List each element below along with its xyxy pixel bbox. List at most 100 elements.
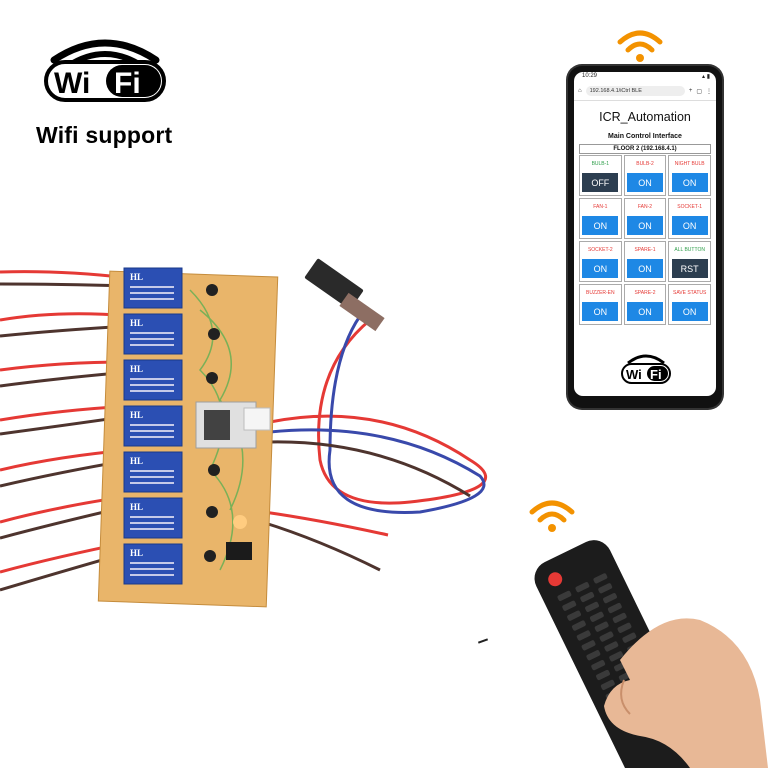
relay-print-line [130, 338, 174, 340]
remote-key [622, 632, 637, 643]
control-label: SOCKET-2 [587, 247, 613, 253]
remote-key [612, 612, 627, 624]
control-label: SPARE-1 [634, 247, 656, 253]
remote-key [594, 621, 609, 632]
control-toggle-button[interactable]: ON [582, 302, 619, 321]
browser-bar: ⌂ 192.168.4.1/iCtrl BLE + ▢ ⋮ [574, 82, 716, 101]
usb-port [243, 407, 271, 431]
remote-key [617, 622, 632, 633]
relay-print-line [130, 482, 174, 484]
relay-brand-label: HL [130, 502, 143, 512]
floor-header: FLOOR 2 (192.168.4.1) [579, 144, 711, 154]
relay-print-line [130, 574, 174, 576]
connector-plug [304, 258, 385, 332]
relay-print-line [130, 470, 174, 472]
relay-print-line [130, 344, 174, 346]
status-icons: ▴ ▮ [702, 74, 710, 80]
remote-key [585, 601, 599, 613]
relay: HL [123, 497, 183, 539]
relay-brand-label: HL [130, 364, 143, 374]
wifi-support-caption: Wifi support [36, 122, 173, 148]
relay-print-line [130, 436, 174, 438]
phone-signal-icon [617, 30, 663, 62]
relay: HL [123, 313, 183, 355]
remote-key [589, 611, 604, 622]
control-toggle-button[interactable]: ON [582, 216, 619, 235]
led [233, 515, 247, 529]
control-toggle-button[interactable]: ON [582, 259, 619, 278]
control-toggle-button[interactable]: ON [627, 302, 663, 321]
control-toggle-button[interactable]: ON [627, 216, 663, 235]
relay-print-line [130, 384, 174, 386]
control-toggle-button[interactable]: ON [627, 173, 663, 192]
control-label: SAVE STATUS [672, 290, 707, 296]
remote-key [604, 641, 619, 652]
remote-key [581, 640, 596, 651]
control-label: BULB-2 [636, 161, 654, 167]
control-label: BULB-1 [591, 161, 610, 167]
remote-key [571, 620, 586, 631]
relay-brand-label: HL [130, 548, 143, 558]
remote-key [609, 651, 624, 662]
remote-key [591, 660, 606, 671]
menu-icon[interactable]: ⋮ [706, 88, 712, 95]
relay-print-line [130, 430, 174, 432]
home-icon[interactable]: ⌂ [578, 88, 582, 94]
relay-brand-label: HL [130, 410, 143, 420]
remote-key [580, 591, 595, 603]
small-mark [477, 638, 489, 644]
status-bar: 10:29 ▴ ▮ [574, 72, 716, 82]
control-label: SPARE-2 [634, 290, 656, 296]
control-cell: BUZZER-EN ON [579, 284, 622, 325]
relay-print-line [130, 298, 174, 300]
tabs-icon[interactable]: ▢ [696, 88, 702, 95]
remote-key [567, 610, 582, 621]
remote-power-button [548, 572, 563, 587]
app-subtitle: Main Control Interface [608, 133, 682, 140]
control-toggle-button[interactable]: ON [671, 173, 708, 192]
control-label: FAN-1 [593, 204, 608, 210]
relay-brand-label: HL [130, 456, 143, 466]
relay-print-line [130, 292, 174, 294]
hand [604, 618, 768, 768]
relay-print-line [130, 476, 174, 478]
relay-print-line [130, 528, 174, 530]
control-toggle-button[interactable]: OFF [582, 173, 619, 192]
url-field[interactable]: 192.168.4.1/iCtrl BLE [585, 86, 685, 96]
new-tab-icon[interactable]: + [688, 88, 693, 94]
relay: HL [123, 543, 183, 585]
remote-key [557, 590, 572, 601]
relay-print-line [130, 286, 174, 288]
wifi-chip [204, 410, 230, 440]
phone-screen: 10:29 ▴ ▮ ⌂ 192.168.4.1/iCtrl BLE + ▢ ⋮ … [574, 72, 716, 396]
control-toggle-button[interactable]: ON [627, 259, 663, 278]
remote-key [593, 573, 608, 584]
control-label: BUZZER-EN [586, 290, 615, 296]
control-toggle-button[interactable]: RST [671, 259, 708, 278]
relay-brand-label: HL [130, 272, 143, 282]
output-wires [261, 315, 488, 572]
remote-key [599, 631, 614, 642]
relay: HL [123, 359, 183, 401]
transistors [204, 284, 220, 562]
control-toggle-button[interactable]: ON [671, 302, 708, 321]
remote-key [600, 679, 615, 690]
control-label: SOCKET-1 [677, 204, 703, 210]
status-time: 10:29 [582, 73, 598, 79]
relay-print-line [130, 424, 174, 426]
remote-key [603, 593, 617, 604]
phone-logo-right-text: Fi [650, 367, 662, 382]
relay: HL [123, 405, 183, 447]
control-toggle-button[interactable]: ON [671, 216, 708, 235]
app-title: ICR_Automation [599, 110, 691, 124]
remote-key [576, 630, 591, 641]
relay-print-line [130, 390, 174, 392]
